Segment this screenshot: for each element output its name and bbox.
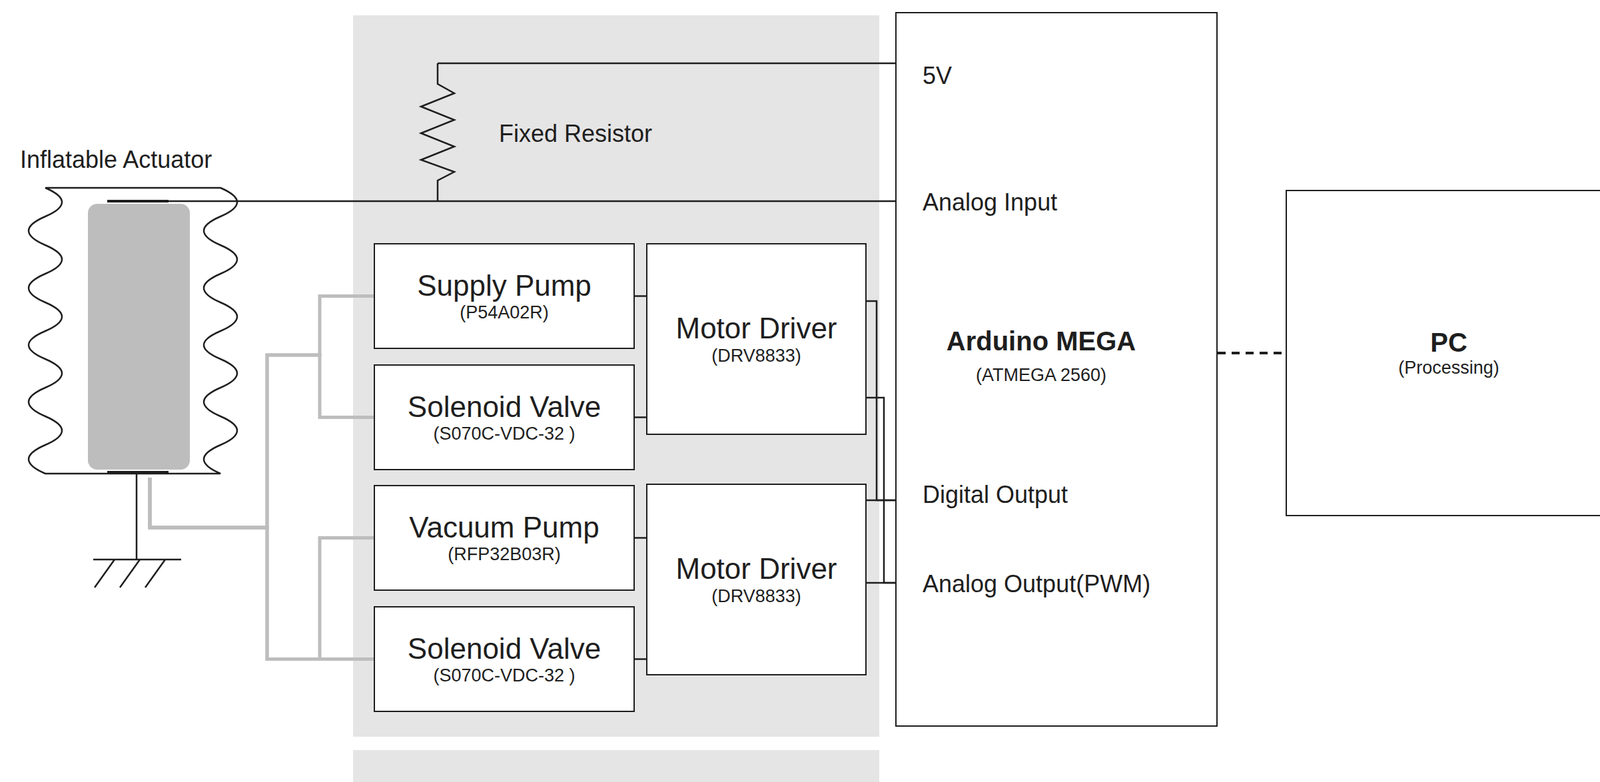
supply-wire <box>437 62 896 65</box>
signal-wire <box>634 658 647 661</box>
pin-label: Analog Input <box>922 188 1058 216</box>
actuator-illustration <box>28 183 238 478</box>
pin-label: Analog Output(PWM) <box>922 570 1151 598</box>
electrode-wire <box>168 200 238 203</box>
component-name: Solenoid Valve <box>407 632 601 667</box>
resistor-symbol <box>420 63 455 202</box>
component-box: Supply Pump(P54A02R) <box>373 243 635 350</box>
sensor-strip <box>87 203 190 470</box>
software-name: (Processing) <box>1398 357 1500 379</box>
part-number: (RFP32B03R) <box>447 544 561 565</box>
board-name: Arduino MEGA <box>946 325 1136 357</box>
part-number: (DRV8833) <box>711 586 802 607</box>
part-number: (DRV8833) <box>711 345 802 367</box>
component-name: Motor Driver <box>675 552 837 587</box>
ground-wire <box>135 472 138 560</box>
component-name: Supply Pump <box>416 269 592 304</box>
component-box: Solenoid Valve(S070C-VDC-32 ) <box>373 606 635 713</box>
pin-label: 5V <box>922 61 952 90</box>
component-name: Vacuum Pump <box>408 510 599 545</box>
part-number: (S070C-VDC-32 ) <box>432 665 575 687</box>
air-tube <box>149 477 374 660</box>
bellows-outline <box>28 187 238 474</box>
signal-wire <box>237 200 896 203</box>
signal-wire <box>866 500 896 583</box>
component-name: Motor Driver <box>675 311 837 346</box>
component-box: Solenoid Valve(S070C-VDC-32 ) <box>373 364 635 471</box>
component-name: Solenoid Valve <box>407 390 601 425</box>
signal-wire <box>634 536 647 539</box>
component-box: Motor Driver(DRV8833) <box>646 243 867 435</box>
pin-label: Digital Output <box>922 480 1068 509</box>
electrode <box>107 201 169 473</box>
chip-name: (ATMEGA 2560) <box>975 365 1107 386</box>
signal-wire <box>634 295 647 298</box>
part-number: (S070C-VDC-32 ) <box>432 423 575 445</box>
microcontroller-board: 5V Analog InputArduino MEGA (ATMEGA 2560) D… <box>895 11 1218 727</box>
computer-box: PC(Processing) <box>1285 189 1600 517</box>
inflatable-actuator: Inflatable Actuator <box>28 183 238 478</box>
ground-symbol <box>93 559 182 588</box>
component-box: Motor Driver(DRV8833) <box>646 483 867 676</box>
grey-panel-lower <box>353 750 880 782</box>
actuator-heading: Inflatable Actuator <box>19 145 212 174</box>
signal-wire <box>866 301 896 583</box>
component-box: Vacuum Pump(RFP32B03R) <box>373 484 635 591</box>
serial-link <box>1217 351 1286 355</box>
grey-panel <box>353 15 880 737</box>
part-number: (P54A02R) <box>459 302 549 324</box>
signal-wire <box>634 416 647 419</box>
computer-name: PC <box>1430 327 1468 358</box>
air-tube <box>149 477 374 660</box>
component-label: Fixed Resistor <box>498 119 653 148</box>
